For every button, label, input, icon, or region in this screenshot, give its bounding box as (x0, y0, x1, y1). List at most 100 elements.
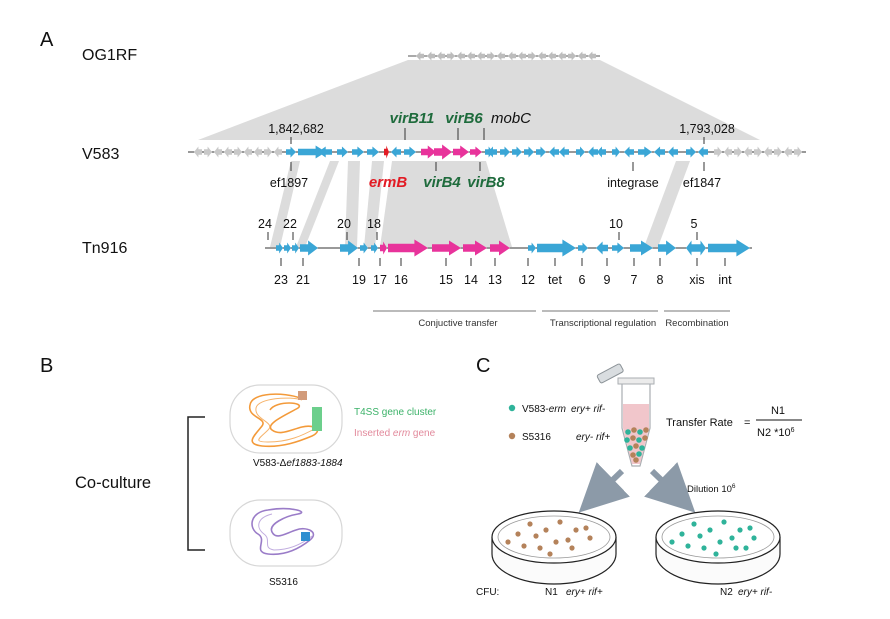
gene-arrow (352, 146, 364, 158)
v583-gene-gray (724, 146, 732, 158)
wedge-left-3 (345, 161, 360, 247)
gene-arrow (588, 146, 598, 158)
arrow-to-plate-n2 (644, 462, 696, 513)
coculture-label: Co-culture (75, 474, 151, 492)
gene-arrow (337, 146, 348, 158)
t4ss-gene (388, 239, 428, 257)
tn916-orf-label: 13 (488, 273, 502, 287)
n1-phenotype: ery+ rif+ (566, 587, 603, 598)
t4ss-gene (432, 240, 461, 256)
v583-gene-gray (234, 146, 242, 158)
v583-coord-left: 1,842,682 (268, 122, 324, 136)
gene-arrow (536, 146, 546, 158)
v583-gene-gray (204, 146, 212, 158)
tube-cap (596, 363, 624, 384)
gene-arrow (658, 240, 676, 256)
v583-gene-gray (734, 146, 742, 158)
tn916-marker (301, 532, 310, 541)
tn916-orf-label: tet (548, 273, 562, 287)
colony-n1 (505, 539, 511, 545)
og1rf-gene (528, 51, 536, 61)
og1rf-gene (467, 51, 475, 61)
colony-n1 (537, 545, 543, 551)
legend-dot-teal (508, 404, 516, 412)
tube-rim (617, 377, 655, 385)
og1rf-gene (548, 51, 556, 61)
n1-label: N1 (545, 587, 558, 598)
colony-n1 (527, 521, 533, 527)
t4ss-gene (421, 145, 436, 159)
og1rf-gene (518, 51, 526, 61)
colony-n2 (747, 525, 753, 531)
tn916-orf-label: 16 (394, 273, 408, 287)
gene-arrow (360, 242, 368, 254)
tn916-orf-label: int (718, 273, 732, 287)
v583-gene-gray (794, 146, 802, 158)
gene-arrow (612, 146, 620, 158)
colony-n2 (697, 533, 703, 539)
colony-n1 (587, 535, 593, 541)
tn916-orf-label: 5 (691, 217, 698, 231)
tn916-orf-label: 19 (352, 273, 366, 287)
tn916-orf-label: 20 (337, 217, 351, 231)
plasmid-purple (251, 507, 315, 556)
cfu-label: CFU: (476, 587, 499, 598)
n2-label: N2 (720, 587, 733, 598)
gene-arrow (391, 146, 401, 158)
v583-gene-gray (764, 146, 772, 158)
colony-n2 (685, 543, 691, 549)
tube-cell (627, 445, 633, 451)
transfer-rate-label: Transfer Rate (666, 417, 733, 429)
tn916-orf-label: 8 (657, 273, 664, 287)
v583-gene-gray (274, 146, 282, 158)
gene-arrow (668, 146, 678, 158)
gene-arrow (576, 146, 585, 158)
transfer-rate-denominator: N2 *106 (757, 427, 795, 439)
t4ss-gene (470, 146, 482, 158)
cell2-label: S5316 (269, 577, 298, 588)
legend-dot-brown (508, 432, 516, 440)
t4ss-gene (490, 240, 510, 256)
t4ss-gene (380, 241, 387, 255)
transfer-rate-equals: = (744, 417, 750, 429)
plasmid-purple-strand (258, 513, 313, 551)
legend-erm: Inserted erm gene (354, 428, 436, 439)
gene-arrow (686, 146, 696, 158)
t4ss-gene (463, 240, 487, 256)
colony-n2 (751, 535, 757, 541)
module-label-conjugative: Conjuctive transfer (418, 318, 497, 329)
tn916-orf-label: 24 (258, 217, 272, 231)
cell1-label: V583-Δef1883-1884 (253, 458, 343, 469)
module-label-transcriptional: Transcriptional regulation (550, 318, 656, 329)
tube-cells (624, 427, 649, 463)
colony-n1 (569, 545, 575, 551)
plasmid-orange (249, 393, 319, 448)
legend-t4ss: T4SS gene cluster (354, 407, 437, 418)
gene-arrow (654, 146, 665, 158)
v583-gene-gray (774, 146, 782, 158)
v583-coord-right: 1,793,028 (679, 122, 735, 136)
gene-arrow (597, 146, 606, 158)
panel-a-letter: A (40, 29, 54, 51)
colony-n1 (573, 527, 579, 533)
plate-n1-inner (497, 515, 611, 559)
colony-n1 (557, 519, 563, 525)
colony-n2 (717, 539, 723, 545)
gene-label-virb4: virB4 (423, 174, 461, 191)
tube-cell (643, 427, 649, 433)
tn916-orf-label: 6 (579, 273, 586, 287)
gene-arrow (638, 146, 652, 158)
row-label-tn916: Tn916 (82, 240, 127, 257)
gene-label-virb8: virB8 (467, 174, 505, 191)
colony-n1 (565, 537, 571, 543)
panel-b-letter: B (40, 355, 53, 377)
t4ss-cluster-marker (312, 407, 322, 431)
v583-gene-gray (714, 146, 722, 158)
og1rf-gene (416, 51, 424, 61)
tn916-gene-track (276, 239, 750, 257)
og1rf-gene (437, 51, 445, 61)
gene-arrow (549, 146, 559, 158)
og1rf-v583-wedge (198, 60, 760, 140)
gene-arrow (578, 242, 588, 254)
